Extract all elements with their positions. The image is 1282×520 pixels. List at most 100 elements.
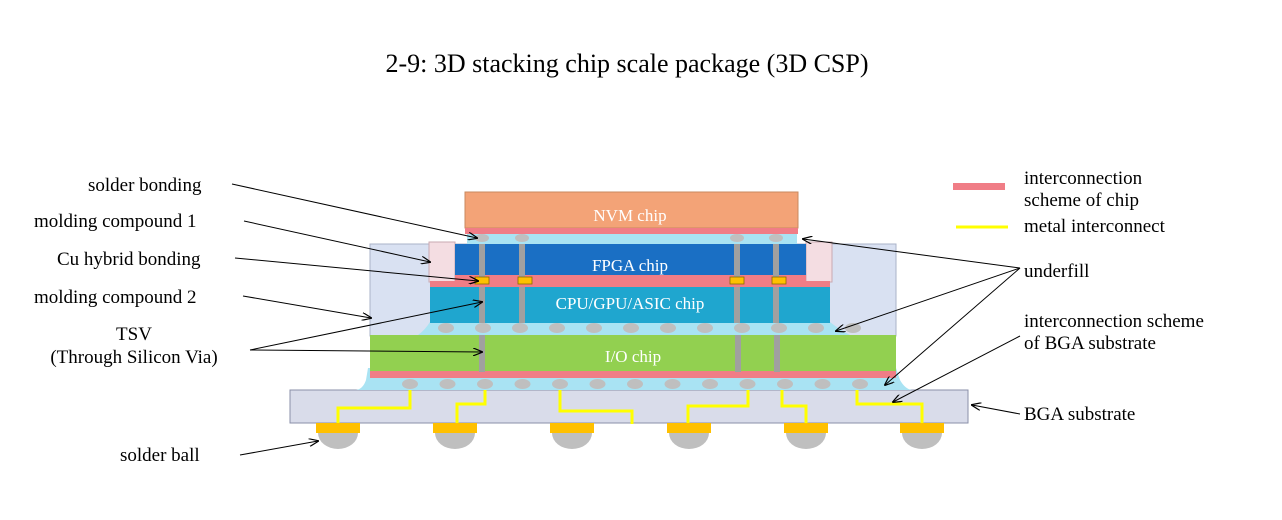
solder-bump [660, 323, 676, 333]
solder-ball-group [316, 423, 944, 449]
metal-interconnect-group [336, 390, 924, 424]
cu-hybrid-pad [771, 276, 787, 285]
metal-interconnect-line [336, 390, 412, 424]
solder-ball [902, 433, 942, 449]
tsv [773, 244, 779, 282]
cpu-chip-label: CPU/GPU/ASIC chip [556, 294, 705, 313]
leader-underfill-middle [836, 267, 1021, 331]
solder-bump [769, 234, 783, 242]
leader-tsv-upper [249, 302, 482, 351]
io-chip [370, 335, 896, 372]
label-tsv-line2: (Through Silicon Via) [50, 347, 217, 368]
solder-bump [552, 379, 568, 389]
solder-bump [730, 234, 744, 242]
solder-ball [318, 433, 358, 449]
solder-bump [402, 379, 418, 389]
legend-interconnection-swatch [953, 183, 1005, 190]
diagram-title: 2-9: 3D stacking chip scale package (3D … [385, 49, 868, 78]
solder-bump [477, 379, 493, 389]
cu-hybrid-pad [517, 276, 533, 285]
legend: interconnection scheme of chip metal int… [953, 168, 1166, 237]
fpga-chip [455, 244, 806, 276]
solder-bump-group [402, 234, 868, 389]
underfill-top [467, 234, 797, 244]
label-solder-bonding: solder bonding [88, 175, 202, 196]
label-molding-compound-2: molding compound 2 [34, 287, 197, 308]
solder-bump [808, 323, 824, 333]
fpga-chip-interconnection [455, 275, 806, 281]
label-bga-scheme-2: of BGA substrate [1024, 333, 1156, 354]
leader-bga-scheme [893, 335, 1021, 402]
nvm-chip-interconnection [465, 228, 798, 234]
tsv [734, 287, 740, 323]
metal-interconnect-line [455, 390, 487, 424]
metal-interconnect-line [855, 390, 924, 424]
tsv [519, 244, 525, 282]
cpu-chip-interconnection [430, 281, 830, 287]
solder-ball-pad [433, 423, 477, 433]
solder-ball [786, 433, 826, 449]
fpga-chip-label: FPGA chip [592, 256, 668, 275]
label-bga-scheme-1: interconnection scheme [1024, 311, 1204, 332]
label-cu-hybrid-bonding: Cu hybrid bonding [57, 249, 201, 270]
leader-molding-compound-1 [243, 220, 430, 262]
solder-bump [697, 323, 713, 333]
molding-compound-1-right [805, 241, 833, 283]
label-tsv-line1: TSV [116, 324, 152, 345]
tsv [479, 287, 485, 323]
solder-bump [702, 379, 718, 389]
solder-bump [475, 234, 489, 242]
label-molding-compound-1: molding compound 1 [34, 211, 197, 232]
metal-interconnect-line [780, 390, 808, 424]
solder-bump [439, 379, 456, 389]
solder-bump [739, 379, 756, 389]
solder-bump [777, 379, 793, 389]
label-underfill: underfill [1024, 261, 1089, 282]
io-chip-interconnection [370, 371, 896, 378]
cu-hybrid-pad-group [474, 276, 787, 285]
solder-ball-pad [784, 423, 828, 433]
solder-ball-pad [316, 423, 360, 433]
leader-cu-hybrid-bonding [234, 257, 478, 281]
legend-interconnection-label-1: interconnection [1024, 168, 1143, 189]
leader-bga-substrate [972, 405, 1021, 415]
legend-metal-label: metal interconnect [1024, 216, 1166, 237]
solder-bump [438, 323, 454, 333]
nvm-chip [464, 191, 799, 229]
leader-underfill-bottom [885, 267, 1021, 385]
solder-bump [771, 323, 787, 333]
nvm-chip-label: NVM chip [593, 206, 666, 225]
solder-bump [852, 379, 868, 389]
solder-bump [664, 379, 681, 389]
label-solder-ball: solder ball [120, 445, 200, 466]
tsv [735, 335, 741, 372]
solder-ball [552, 433, 592, 449]
molding-compound-1-left [428, 241, 456, 283]
solder-bump [627, 379, 643, 389]
legend-interconnection-label-2: scheme of chip [1024, 190, 1139, 211]
metal-interconnect-line [686, 390, 750, 424]
solder-ball-pad [550, 423, 594, 433]
solder-bump [549, 323, 565, 333]
leader-molding-compound-2 [242, 295, 371, 318]
label-bga-substrate: BGA substrate [1024, 404, 1135, 425]
leader-solder-ball [239, 441, 318, 456]
metal-interconnect-line [558, 390, 634, 424]
solder-ball-pad [667, 423, 711, 433]
solder-ball-pad [900, 423, 944, 433]
solder-bump [814, 379, 831, 389]
solder-ball [669, 433, 709, 449]
solder-bump [515, 234, 529, 242]
tsv [773, 287, 779, 323]
solder-bump [589, 379, 606, 389]
solder-bump [514, 379, 531, 389]
leader-tsv-lower [249, 350, 482, 352]
tsv [734, 244, 740, 282]
leader-underfill-top [803, 239, 1021, 269]
solder-bump [845, 323, 861, 333]
cpu-chip [430, 287, 830, 323]
tsv [774, 335, 780, 372]
solder-bump [623, 323, 639, 333]
solder-bump [512, 323, 528, 333]
